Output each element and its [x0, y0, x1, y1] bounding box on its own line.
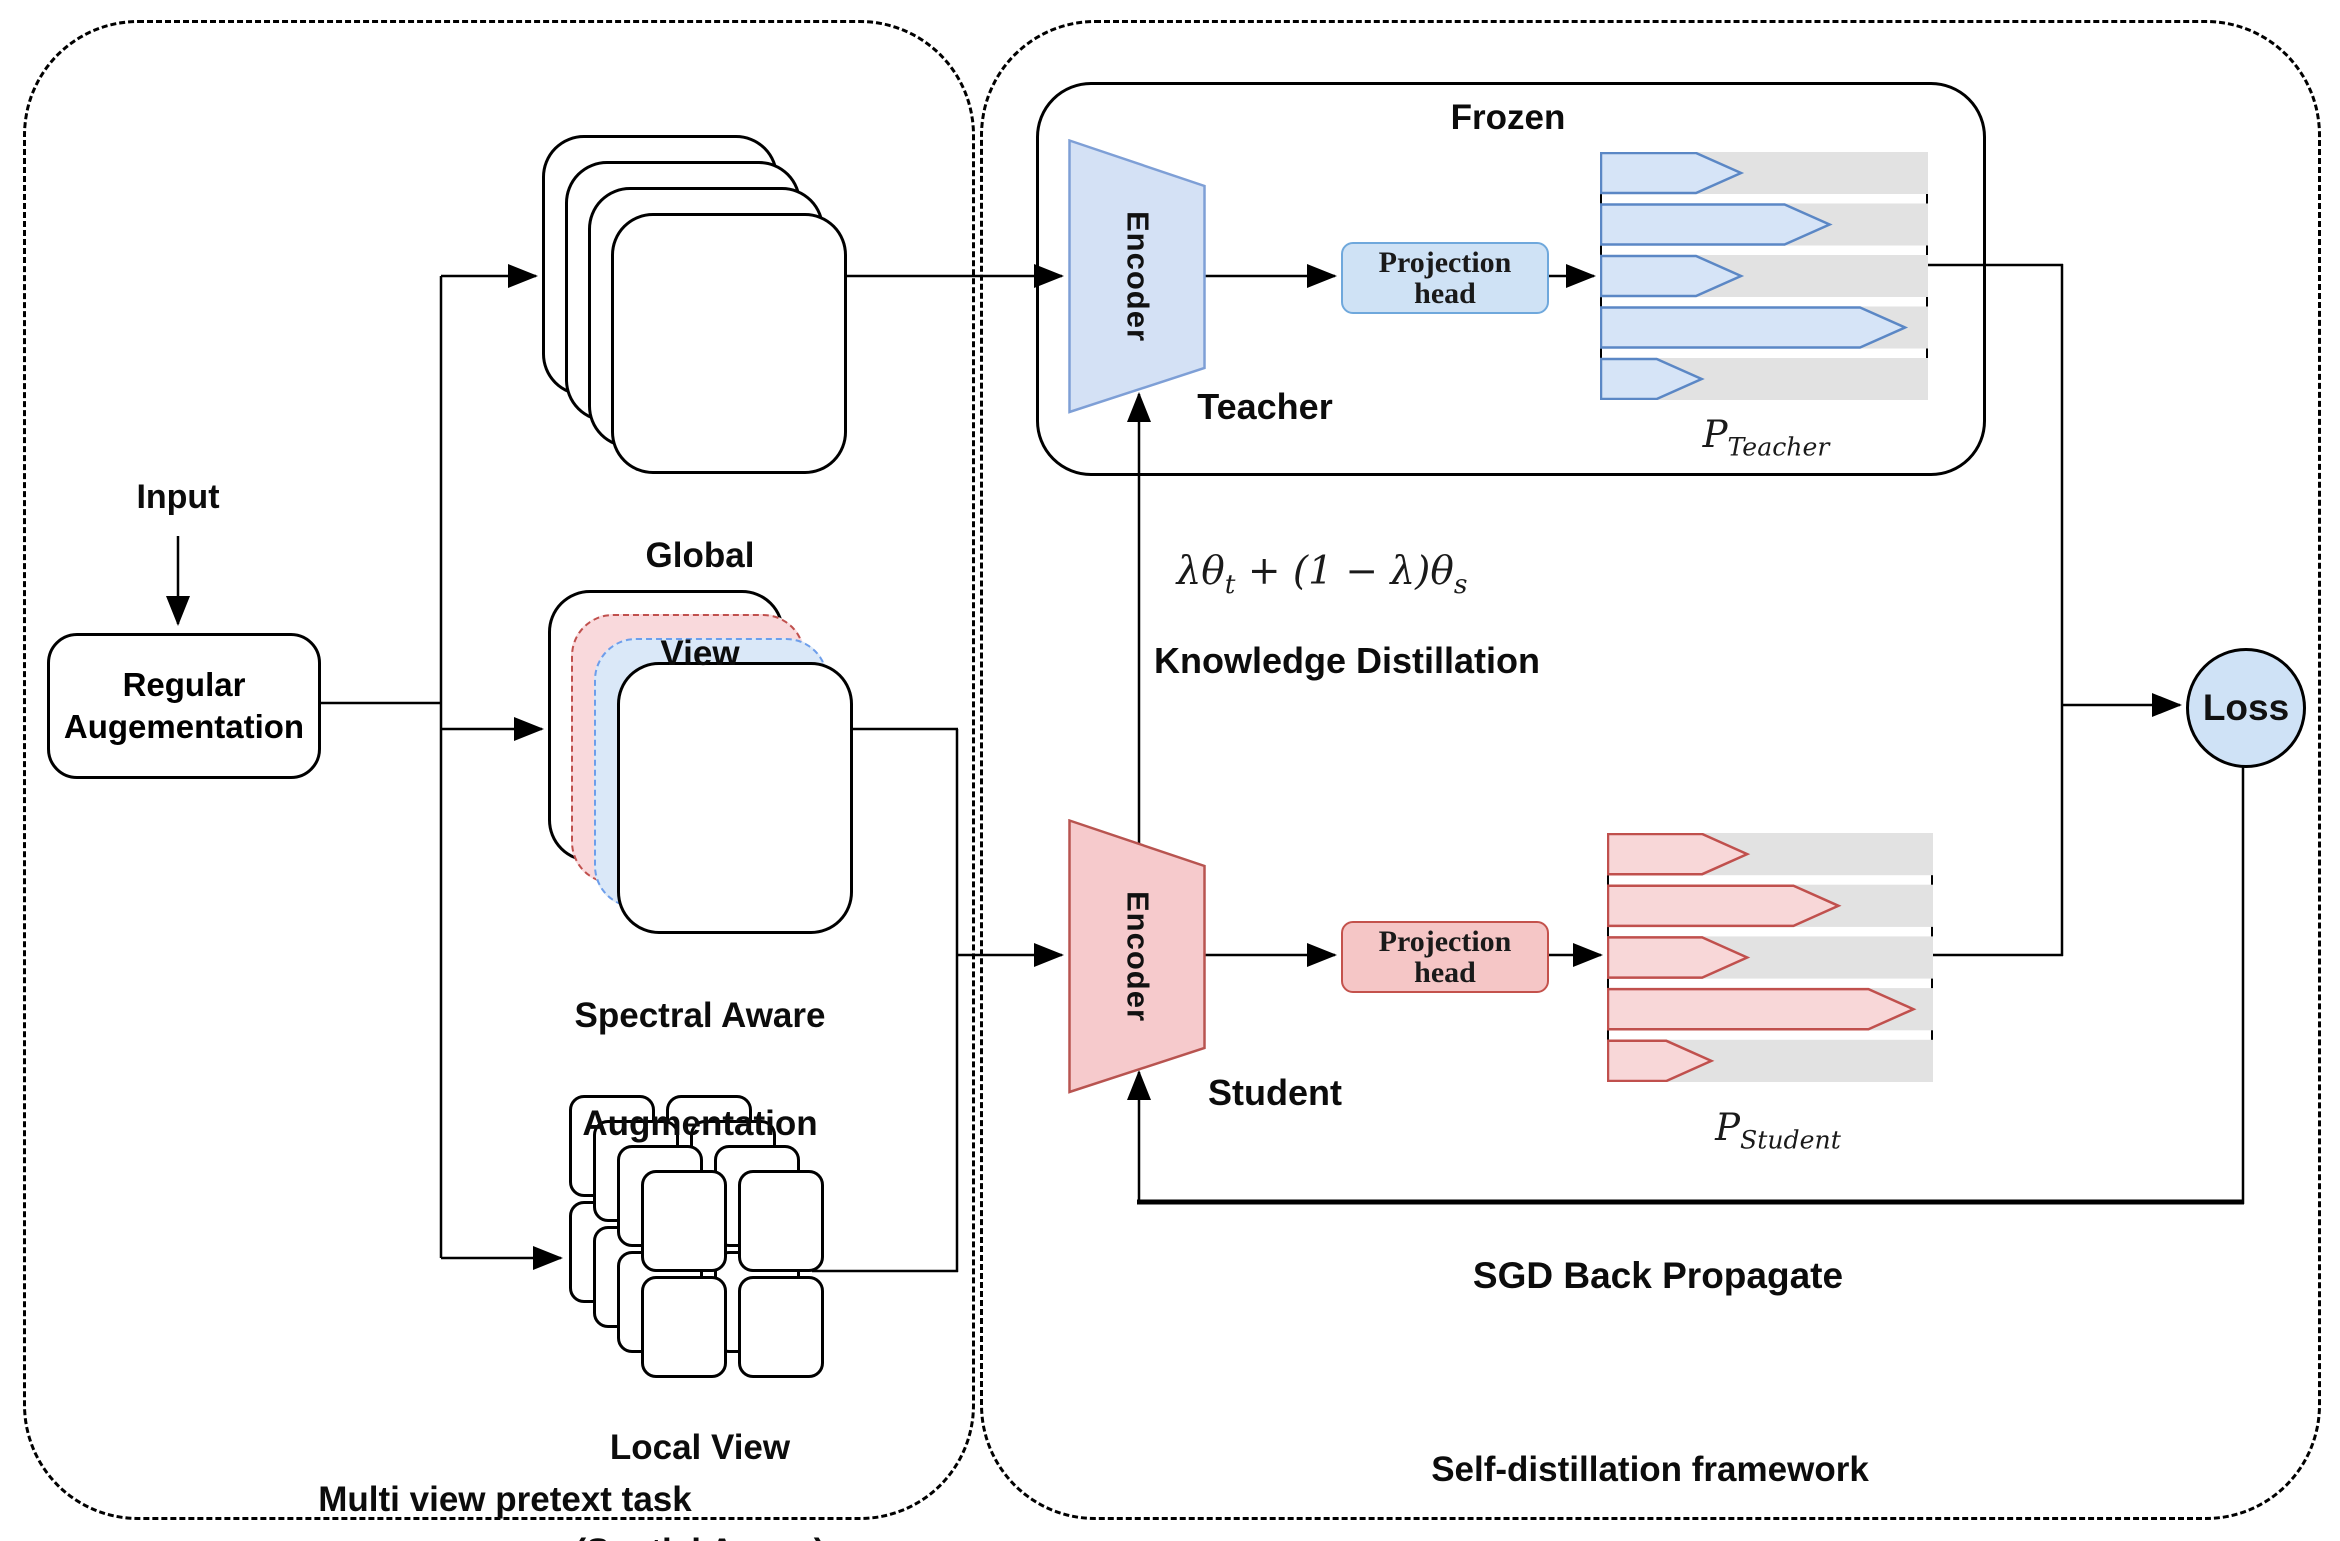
teacher-label: Teacher	[1197, 386, 1333, 427]
teacher-projection-line2: head	[1414, 277, 1476, 310]
input-label: Input	[136, 478, 220, 516]
distribution-bar	[1607, 833, 1751, 876]
student-encoder-text: Encoder	[1120, 891, 1156, 1023]
teacher-projection-line1: Projection	[1378, 246, 1512, 279]
spectral-label-line1: Spectral Aware	[574, 996, 826, 1035]
regular-augmentation-line1: Regular	[122, 666, 246, 703]
student-distribution-chart	[1607, 833, 1933, 1082]
loss-node: Loss	[2186, 648, 2306, 768]
distribution-bar	[1600, 357, 1705, 400]
global-view-label: Global View	[550, 482, 850, 727]
distribution-bar	[1600, 254, 1745, 298]
spectral-aware-label: Spectral Aware Augmentation	[500, 935, 900, 1205]
spectral-card-front	[617, 662, 853, 934]
student-encoder	[1068, 819, 1206, 1094]
p-student-label: PStudent	[1715, 1106, 1841, 1155]
global-view-card	[611, 213, 847, 474]
teacher-encoder-text: Encoder	[1120, 211, 1156, 343]
distribution-bar	[1600, 152, 1745, 195]
knowledge-distillation-label: Knowledge Distillation	[1153, 640, 1540, 681]
kd-formula: λθt + (1 − λ)θs	[1176, 549, 1468, 600]
student-projection-line1: Projection	[1378, 925, 1512, 958]
local-label-line2: (Spatial Aware)	[500, 1526, 900, 1541]
regular-augmentation-line2: Augementation	[63, 708, 305, 745]
spectral-label-line2: Augmentation	[582, 1104, 818, 1143]
distribution-bar	[1607, 987, 1917, 1031]
distribution-bar	[1607, 884, 1842, 928]
sgd-back-propagate-label: SGD Back Propagate	[1472, 1255, 1844, 1296]
multi-view-panel-title: Multi view pretext task	[318, 1480, 692, 1519]
teacher-projection-head: Projection head	[1341, 242, 1549, 314]
p-teacher-label: PTeacher	[1702, 413, 1830, 462]
student-label: Student	[1208, 1072, 1342, 1113]
distribution-bar	[1607, 936, 1751, 979]
student-projection-head: Projection head	[1341, 921, 1549, 993]
local-view-label: Local View (Spatial Aware)	[500, 1370, 900, 1541]
local-view-card	[641, 1170, 727, 1272]
loss-label: Loss	[2202, 687, 2290, 728]
global-view-label-line1: Global	[645, 536, 755, 575]
student-projection-line2: head	[1414, 956, 1476, 989]
multi-view-panel	[23, 20, 975, 1520]
distribution-bar	[1600, 203, 1833, 246]
local-label-line1: Local View	[609, 1428, 791, 1467]
teacher-distribution-chart	[1600, 152, 1928, 400]
local-view-card	[641, 1276, 727, 1378]
self-distillation-panel-title: Self-distillation framework	[1431, 1450, 1869, 1489]
local-view-card	[738, 1170, 824, 1272]
global-view-label-line2: View	[660, 634, 740, 673]
frozen-label: Frozen	[1450, 98, 1566, 137]
self-distillation-panel	[980, 20, 2321, 1520]
distribution-bar	[1607, 1039, 1715, 1082]
distribution-bar	[1600, 306, 1909, 349]
regular-augmentation-box: Regular Augementation	[47, 633, 321, 779]
local-view-card	[738, 1276, 824, 1378]
teacher-encoder	[1068, 139, 1206, 414]
